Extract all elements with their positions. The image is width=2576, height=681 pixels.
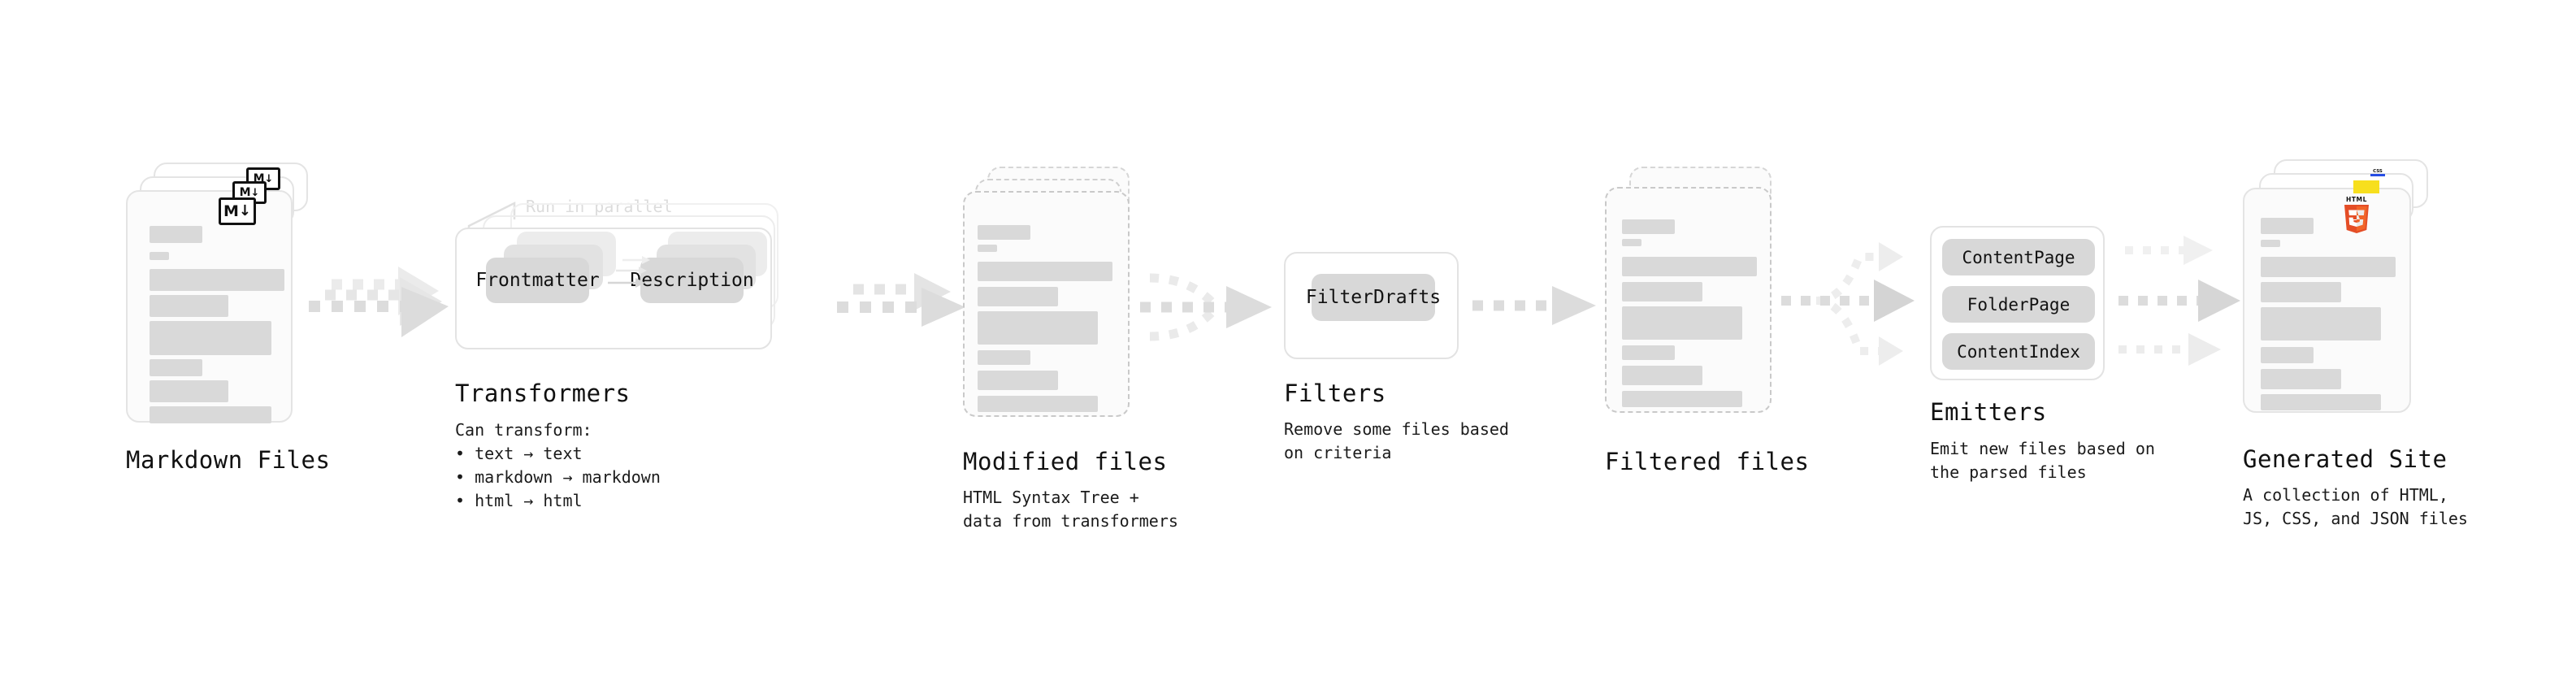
content-bar [2261,257,2396,277]
emitter-pill-contentindex[interactable]: ContentIndex [1942,333,2095,370]
stage-title-generated-site: Generated Site [2243,445,2448,473]
html5-icon: HTML [2344,196,2369,233]
arrow-transformers-to-modified [837,273,965,327]
markdown-badge: M↓ [219,197,256,225]
content-bar [978,225,1030,240]
transformer-pill-frontmatter[interactable]: Frontmatter [475,258,600,303]
svg-text:HTML: HTML [2346,196,2367,203]
site-file-card-html [2243,188,2411,413]
javascript-icon [2353,180,2379,193]
arrow-modified-to-filters [1140,273,1272,341]
content-bar [150,380,228,402]
markdown-files-stack: M↓ M↓ M↓ [126,163,313,423]
transformer-inner-arrows [608,256,650,288]
filtered-file-card-front [1605,187,1772,413]
modified-files-stack [963,167,1150,427]
stage-subtitle-generated-site: A collection of HTML, JS, CSS, and JSON … [2243,485,2468,528]
arrow-emitters-to-site [2118,236,2240,366]
transformers-group: Frontmatter Description [455,203,837,358]
content-bar [150,252,169,260]
content-bar [2261,240,2280,247]
content-bar [978,371,1058,390]
stage-title-filtered-files: Filtered files [1605,448,1810,475]
modified-file-card-front [963,191,1130,417]
stage-title-transformers: Transformers [455,380,631,407]
stage-subtitle-filters: Remove some files based on criteria [1284,419,1509,462]
css3-icon: CSS [2370,169,2385,176]
arrow-filters-to-filtered [1472,286,1596,325]
content-bar [2261,282,2341,302]
content-bar [1622,257,1757,276]
content-bar [978,287,1058,306]
content-bar [978,262,1112,281]
arrow-markdown-to-transformers [309,267,449,337]
arrow-filtered-to-emitters [1781,242,1915,366]
content-bar [1622,391,1742,407]
content-bar [1622,366,1702,385]
content-bar [1622,306,1742,340]
filters-group: FilterDrafts [1284,252,1459,359]
emitter-pill-contentpage[interactable]: ContentPage [1942,239,2095,275]
content-bar [978,350,1030,365]
generated-site-stack: CSS HTML [2243,159,2446,427]
content-bar [2261,218,2314,234]
content-bar [1622,219,1675,234]
transformer-pill-description[interactable]: Description [630,258,754,303]
content-bar [2261,307,2381,340]
content-bar [1622,282,1702,301]
content-bar [1622,239,1641,246]
stage-subtitle-modified-files: HTML Syntax Tree + data from transformer… [963,488,1178,531]
content-bar [1622,345,1675,360]
stage-title-emitters: Emitters [1930,398,2047,426]
stage-title-modified-files: Modified files [963,448,1168,475]
svg-text:CSS: CSS [2373,169,2383,174]
content-bar [2261,369,2341,389]
content-bar [150,295,228,317]
content-bar [150,226,202,243]
content-bar [150,406,271,423]
content-bar [150,269,284,291]
content-bar [978,245,997,252]
content-bar [2261,347,2314,363]
stage-subtitle-emitters: Emit new files based on the parsed files [1930,439,2155,482]
emitter-pill-folderpage[interactable]: FolderPage [1942,286,2095,323]
markdown-file-card-front [126,190,293,423]
content-bar [978,311,1098,345]
filter-pill-filterdrafts[interactable]: FilterDrafts [1306,274,1441,321]
emitters-group: ContentPage FolderPage ContentIndex [1930,226,2105,380]
content-bar [150,359,202,376]
stage-title-markdown-files: Markdown Files [126,446,331,474]
content-bar [2261,394,2381,410]
run-in-parallel-label: Run in parallel [526,197,673,216]
content-bar [150,321,271,355]
filtered-files-stack [1605,167,1792,427]
stage-subtitle-transformers: Can transform: • text → text • markdown … [455,420,661,510]
stage-title-filters: Filters [1284,380,1386,407]
content-bar [978,396,1098,412]
